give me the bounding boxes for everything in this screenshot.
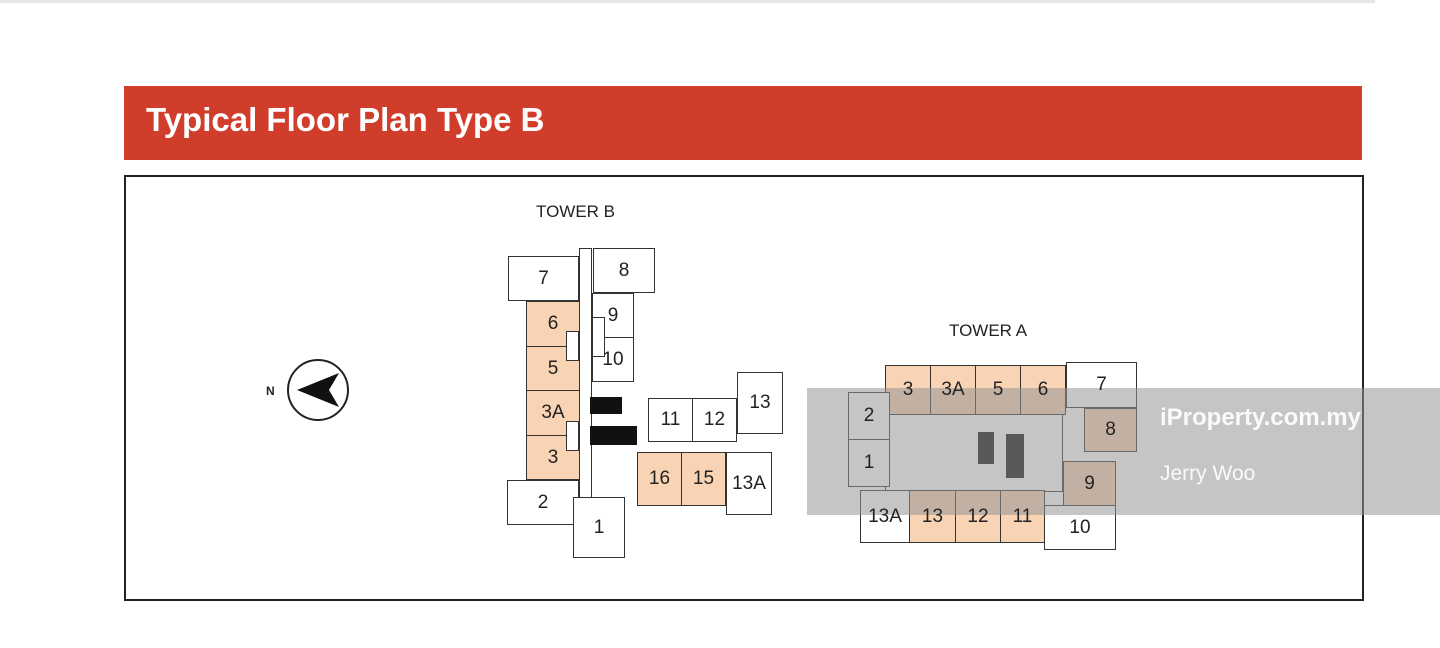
- lift-icon: [566, 331, 579, 361]
- unit-label: 15: [692, 468, 715, 489]
- unit-label: 3: [902, 379, 914, 400]
- unit-label: 8: [1105, 419, 1116, 440]
- unit-label: 10: [602, 348, 624, 370]
- unit-label: 5: [992, 379, 1004, 400]
- unit-label: 13A: [732, 472, 766, 494]
- unit-label: 11: [1012, 505, 1033, 527]
- unit-label: 2: [863, 405, 875, 426]
- tower-b-unit-11[interactable]: 11: [648, 398, 693, 442]
- watermark-site: iProperty.com.my: [1160, 404, 1361, 431]
- tower-a-label: TOWER A: [949, 321, 1028, 340]
- title-banner: Typical Floor Plan Type B: [124, 86, 1362, 160]
- top-divider: [0, 0, 1375, 3]
- tower-b-unit-1[interactable]: 1: [573, 497, 625, 558]
- unit-label: 2: [537, 491, 549, 513]
- unit-label: 7: [538, 267, 549, 289]
- tower-b-label: TOWER B: [536, 202, 616, 221]
- tower-b-unit-16[interactable]: 16: [637, 452, 682, 506]
- unit-label: 13: [749, 392, 771, 413]
- lift-icon: [592, 317, 605, 357]
- unit-label: 3A: [541, 402, 565, 423]
- unit-label: 12: [703, 409, 726, 430]
- page-title: Typical Floor Plan Type B: [146, 101, 545, 138]
- tower-b-corridor: [579, 248, 592, 500]
- unit-label: 9: [607, 304, 619, 326]
- tower-b-unit-7[interactable]: 7: [508, 256, 579, 301]
- unit-label: 5: [547, 357, 559, 379]
- tower-b-unit-15[interactable]: 15: [681, 452, 726, 506]
- unit-label: 1: [593, 516, 605, 538]
- unit-label: 6: [547, 313, 559, 334]
- unit-label: 8: [618, 259, 630, 281]
- staircase: [590, 426, 637, 445]
- north-compass-icon: [287, 359, 349, 421]
- unit-label: 6: [1037, 379, 1049, 400]
- tower-b-unit-9[interactable]: 9: [592, 293, 634, 338]
- tower-b-unit-12[interactable]: 12: [692, 398, 737, 442]
- tower-b-unit-13a[interactable]: 13A: [726, 452, 772, 515]
- watermark-band: [807, 388, 1440, 515]
- unit-label: 10: [1069, 516, 1091, 538]
- unit-label: 3: [547, 446, 559, 468]
- lift-icon: [566, 421, 579, 451]
- unit-label: 13: [921, 505, 944, 527]
- unit-label: 7: [1096, 374, 1107, 395]
- unit-label: 9: [1084, 472, 1095, 494]
- watermark-agent: Jerry Woo: [1160, 462, 1256, 485]
- tower-b-unit-2[interactable]: 2: [507, 480, 579, 525]
- staircase: [590, 397, 622, 414]
- unit-label: 1: [863, 452, 875, 473]
- tower-b-unit-13[interactable]: 13: [737, 372, 783, 434]
- unit-label: 12: [967, 505, 989, 527]
- unit-label: 3A: [941, 379, 965, 400]
- tower-b-unit-8[interactable]: 8: [593, 248, 655, 293]
- unit-label: 11: [660, 409, 681, 430]
- unit-label: 16: [648, 468, 671, 489]
- north-label: N: [266, 384, 275, 398]
- unit-label: 13A: [868, 505, 902, 527]
